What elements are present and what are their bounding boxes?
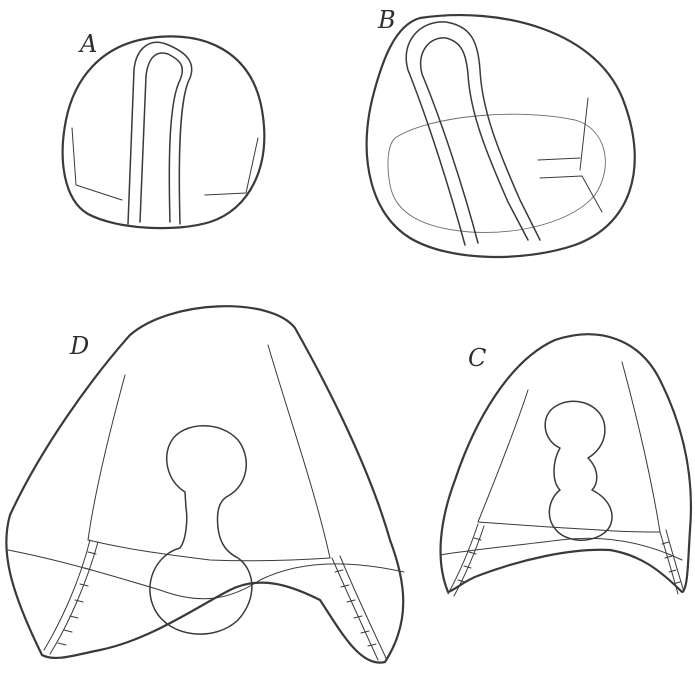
panel-d-left-skeletal-rod xyxy=(44,540,98,654)
panel-a-left-rib xyxy=(72,128,122,200)
panel-c-outer-body xyxy=(441,334,691,592)
panel-label-c: C xyxy=(468,344,486,372)
panel-a: A xyxy=(63,30,265,228)
panel-label-b: B xyxy=(377,6,396,34)
panel-b-right-rib xyxy=(538,98,602,212)
panel-a-outer-membrane xyxy=(63,36,265,228)
panel-b-archenteron-inner xyxy=(421,38,528,243)
panel-d-gut-outline xyxy=(150,426,252,634)
panel-a-archenteron-inner xyxy=(140,53,182,222)
panel-d-left-arm-line xyxy=(88,375,125,540)
panel-b-stomodeum-ellipse xyxy=(388,114,605,232)
panel-c-right-skeletal-rod xyxy=(660,530,684,594)
panel-d-right-skeletal-rod xyxy=(332,556,386,660)
panel-c-right-arm-line xyxy=(622,362,660,532)
panel-a-right-rib xyxy=(205,138,258,195)
panel-d: D xyxy=(6,306,404,662)
panel-c-band-upper xyxy=(440,538,682,560)
panel-c-gut-outline xyxy=(545,401,612,540)
panel-label-d: D xyxy=(69,332,89,360)
panel-b: B xyxy=(367,6,635,257)
panel-b-archenteron-outer xyxy=(406,22,540,245)
panel-d-band-upper xyxy=(8,550,404,599)
panel-label-a: A xyxy=(78,30,97,58)
panel-c-left-skeletal-rod xyxy=(448,524,484,596)
panel-d-ciliary-line xyxy=(88,540,330,561)
panel-c: C xyxy=(440,334,691,596)
panel-d-right-rod-segments xyxy=(335,570,376,646)
panel-c-ciliary-line xyxy=(478,522,660,532)
